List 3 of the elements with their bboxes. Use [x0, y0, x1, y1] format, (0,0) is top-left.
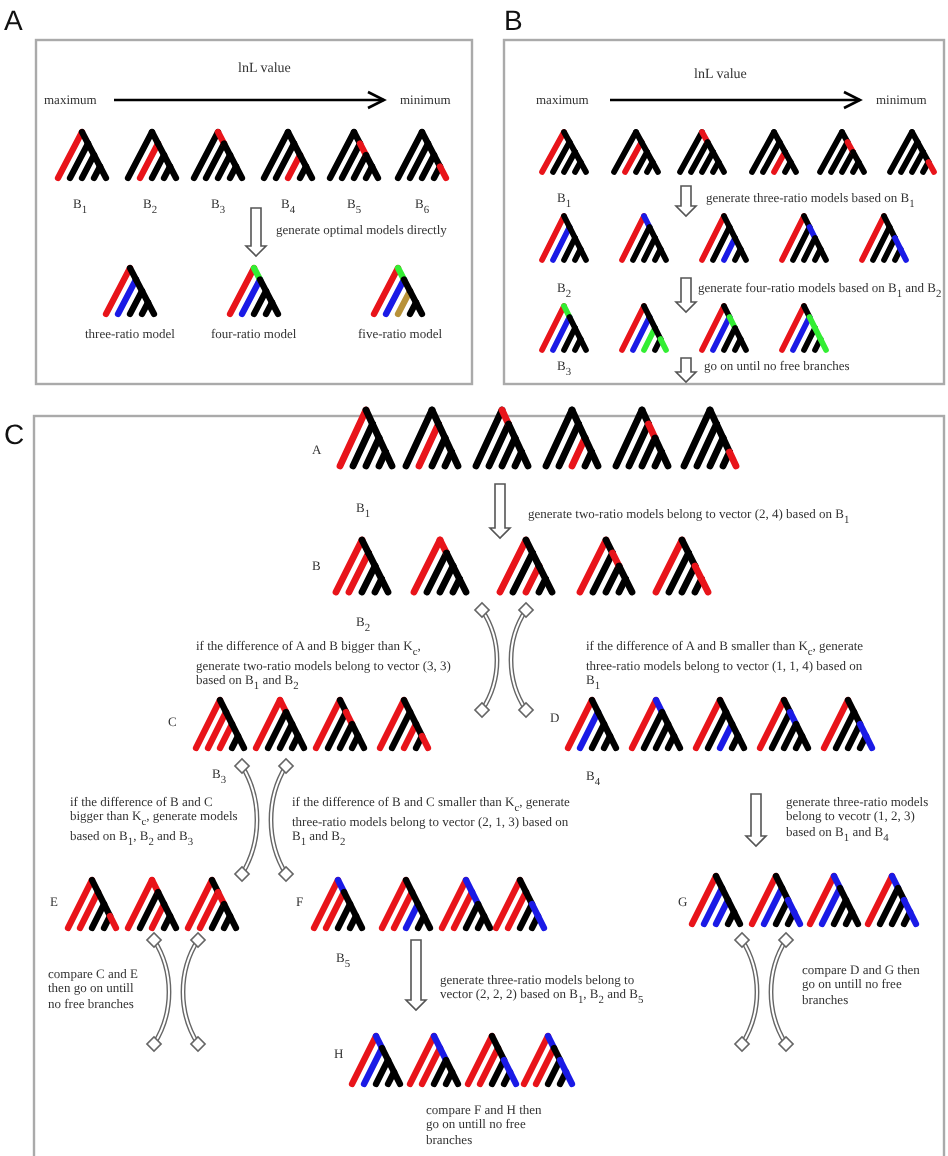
- panel-letter: A: [4, 4, 23, 37]
- panel-letter: B: [504, 4, 523, 37]
- panel-letter: C: [4, 418, 25, 451]
